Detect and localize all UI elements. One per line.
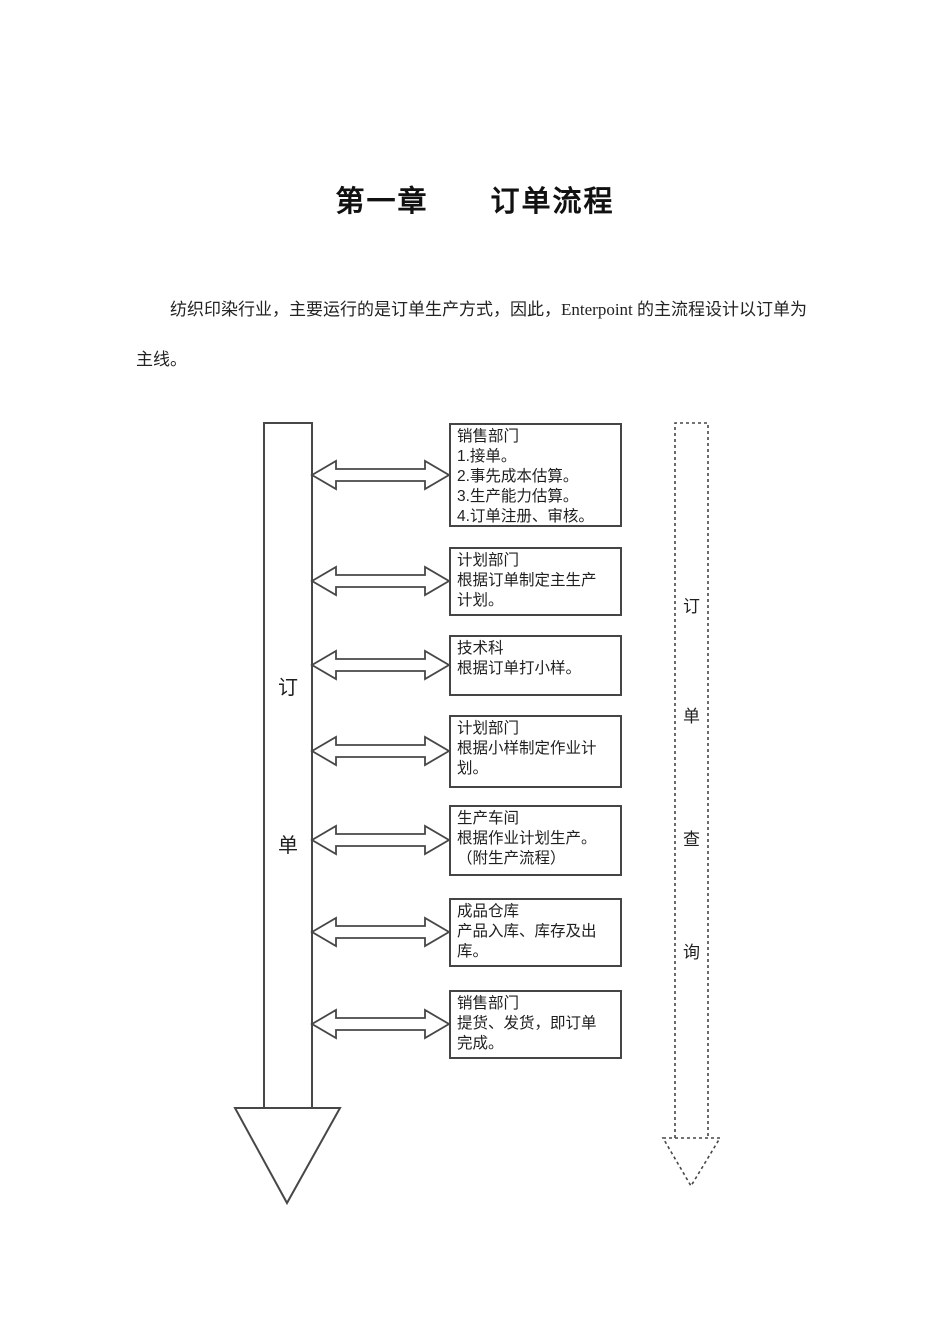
left-arrow-label-char-2: 单: [278, 835, 298, 857]
intro-paragraph: 纺织印染行业，主要运行的是订单生产方式，因此，Enterpoint 的主流程设计…: [136, 300, 808, 369]
right-arrow-label-char-4: 询: [683, 943, 700, 962]
process-box-master-plan: 计划部门 根据订单制定主生产 计划。: [449, 547, 622, 616]
connector-arrows: [310, 459, 451, 1040]
order-main-arrow: [233, 422, 342, 1206]
right-arrow-label-char-1: 订: [683, 597, 700, 616]
double-arrow-3: [310, 649, 451, 681]
process-box-tech-sample: 技术科 根据订单打小样。: [449, 635, 622, 696]
double-arrow-6: [310, 916, 451, 948]
order-main-arrow-head: [233, 1107, 342, 1206]
right-arrow-label-char-3: 查: [683, 830, 700, 849]
right-arrow-label-char-2: 单: [683, 707, 700, 726]
process-box-warehouse: 成品仓库 产品入库、库存及出 库。: [449, 898, 622, 967]
process-box-job-plan: 计划部门 根据小样制定作业计 划。: [449, 715, 622, 788]
process-box-delivery: 销售部门 提货、发货，即订单 完成。: [449, 990, 622, 1059]
left-arrow-label-char-1: 订: [278, 677, 298, 699]
order-query-arrow: [661, 422, 722, 1188]
double-arrow-4: [310, 735, 451, 767]
order-query-arrow-head: [661, 1137, 722, 1188]
double-arrow-7: [310, 1008, 451, 1040]
order-query-arrow-shaft: [674, 422, 709, 1138]
process-box-production: 生产车间 根据作业计划生产。 （附生产流程）: [449, 805, 622, 876]
double-arrow-2: [310, 565, 451, 597]
double-arrow-5: [310, 824, 451, 856]
double-arrow-1: [310, 459, 451, 491]
page-title: 第一章 订单流程: [335, 186, 615, 218]
process-box-sales-intake: 销售部门 1.接单。 2.事先成本估算。 3.生产能力估算。 4.订单注册、审核…: [449, 423, 622, 527]
order-main-arrow-shaft: [263, 422, 313, 1108]
